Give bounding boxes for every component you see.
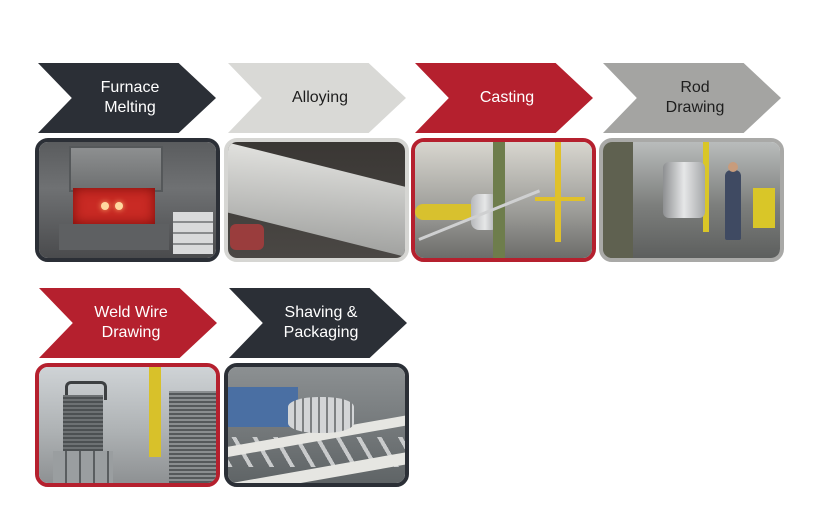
step-label: Alloying [291,89,349,106]
step-label: Furnace Melting [100,79,160,116]
step-label: Rod Drawing [665,79,725,116]
weld-wire-photo [35,363,220,487]
step-arrow: Weld Wire Drawing [39,288,217,358]
packaging-photo [224,363,409,487]
step-arrow: Casting [415,63,593,133]
rod-drawing-photo [599,138,784,262]
step-label: Casting [479,89,535,106]
step-label: Shaving & Packaging [283,304,359,341]
step-arrow: Shaving & Packaging [229,288,407,358]
step-arrow: Rod Drawing [603,63,781,133]
step-label: Weld Wire Drawing [94,304,168,341]
alloying-photo [224,138,409,262]
step-arrow: Alloying [228,63,406,133]
furnace-photo [35,138,220,262]
step-arrow: Furnace Melting [38,63,216,133]
casting-photo [411,138,596,262]
